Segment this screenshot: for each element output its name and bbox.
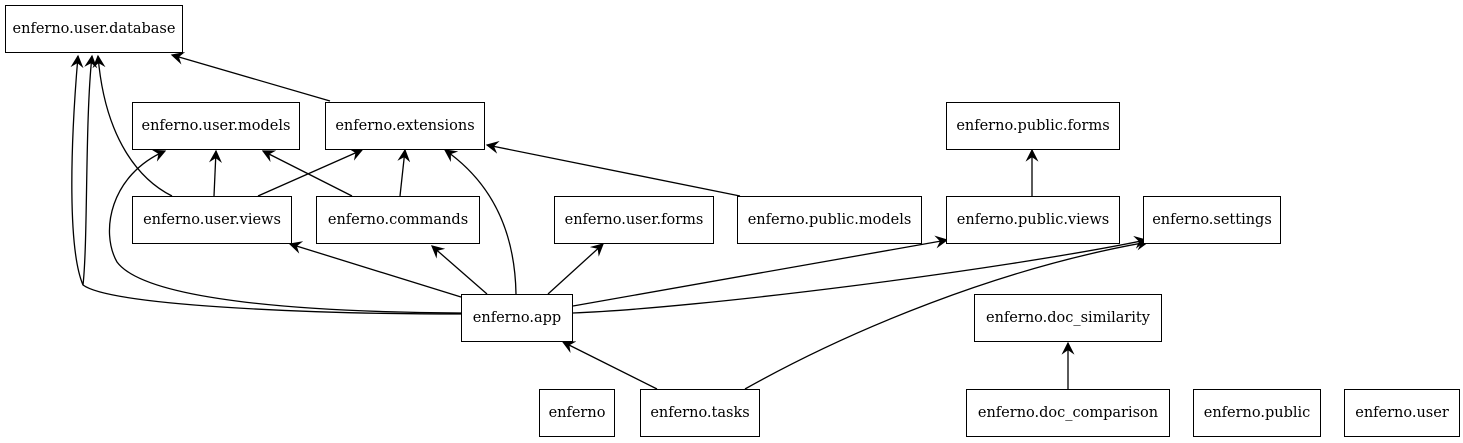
node-doc-comparison: enferno.doc_comparison [966, 389, 1170, 437]
edge-app-to-extensions [443, 149, 517, 295]
edge-user-views-to-database [92, 54, 173, 197]
edge-commands-to-user-models [261, 150, 353, 197]
node-user-views: enferno.user.views [132, 196, 292, 244]
node-public: enferno.public [1193, 389, 1321, 437]
node-settings: enferno.settings [1143, 196, 1281, 244]
node-user-models: enferno.user.models [132, 102, 300, 150]
node-commands: enferno.commands [316, 196, 480, 244]
edge-app-to-user-views [288, 241, 462, 298]
node-user-forms: enferno.user.forms [554, 196, 714, 244]
edge-app-to-database-inner [82, 54, 98, 286]
edge-app-to-settings [572, 235, 1148, 314]
node-extensions: enferno.extensions [325, 102, 485, 150]
edge-user-views-to-user-models [208, 149, 222, 197]
edge-tasks-to-app [561, 341, 658, 390]
edge-app-to-user-forms [547, 243, 604, 295]
edge-app-to-user-models [108, 149, 462, 314]
edge-app-to-database-outer [70, 54, 462, 315]
node-enferno: enferno [539, 389, 615, 437]
edge-app-to-commands [431, 245, 488, 295]
node-doc-similarity: enferno.doc_similarity [974, 294, 1162, 342]
node-public-forms: enferno.public.forms [946, 102, 1120, 150]
node-user-database: enferno.user.database [5, 5, 183, 53]
edge-user-views-to-extensions [257, 148, 364, 197]
node-public-models: enferno.public.models [737, 196, 922, 244]
edge-extensions-to-database [170, 52, 331, 102]
node-app: enferno.app [461, 294, 573, 342]
edge-tasks-to-settings [744, 237, 1150, 390]
node-public-views: enferno.public.views [946, 196, 1120, 244]
node-user: enferno.user [1344, 389, 1460, 437]
edge-app-to-public-views [572, 235, 949, 307]
node-tasks: enferno.tasks [640, 389, 760, 437]
edge-commands-to-extensions [397, 148, 411, 197]
edge-public-models-to-extensions [485, 140, 741, 197]
